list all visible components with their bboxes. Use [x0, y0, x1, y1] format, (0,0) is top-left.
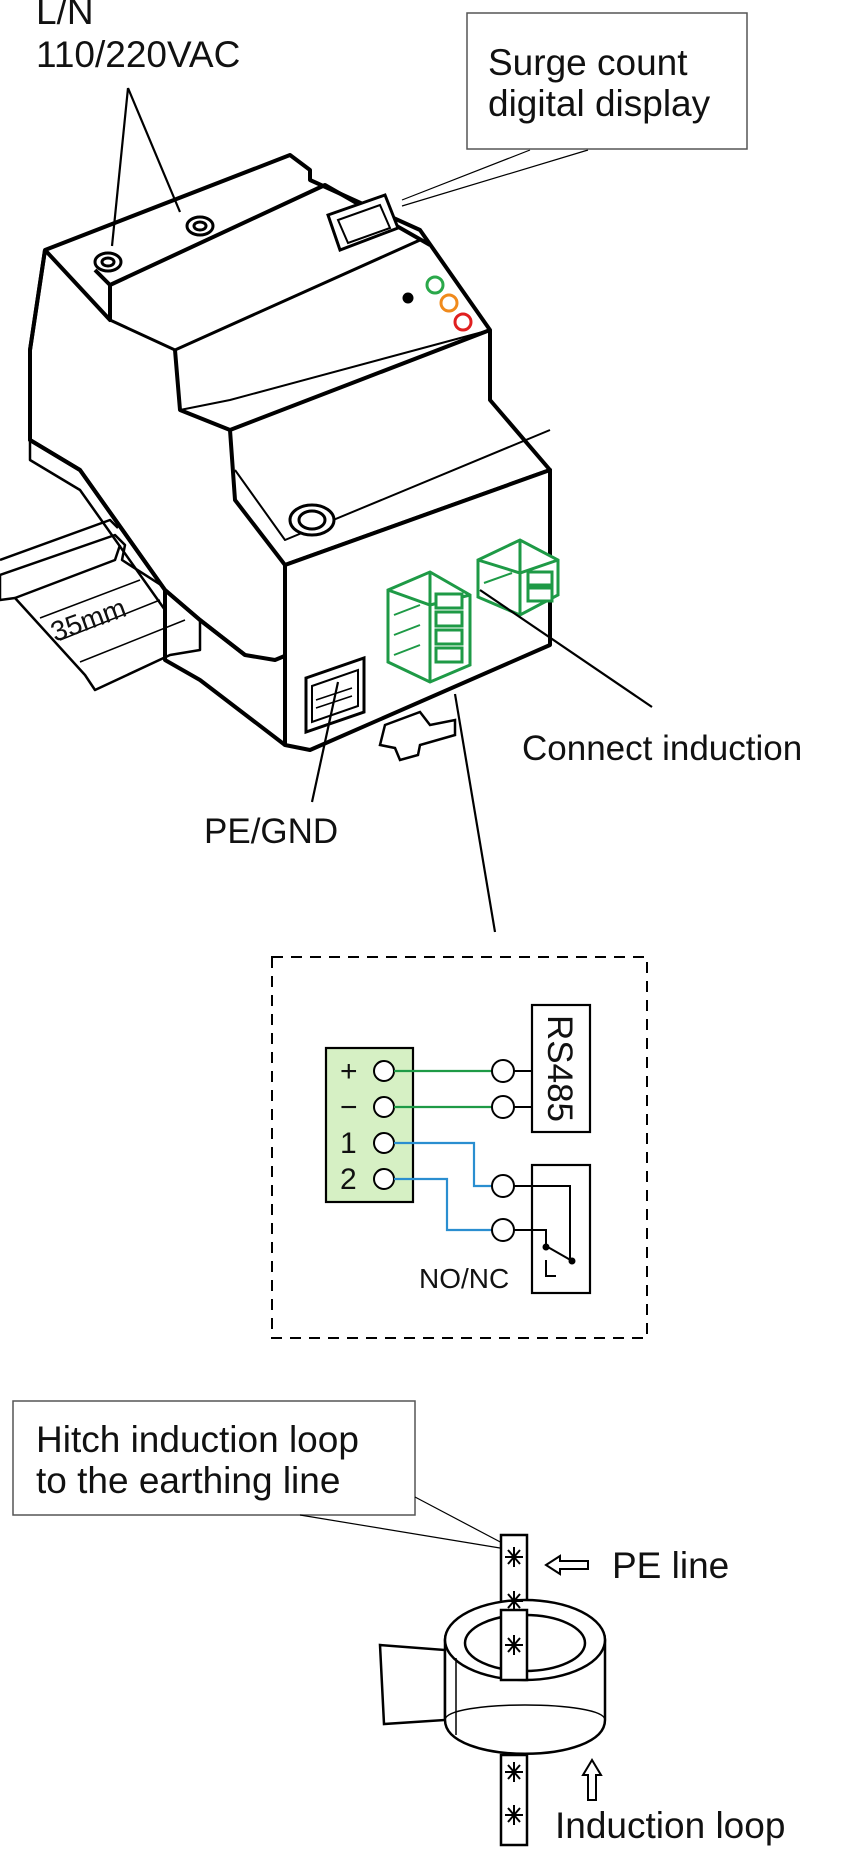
strap-hatching — [505, 1547, 523, 1825]
terminal-label-minus: − — [340, 1091, 358, 1124]
terminal-label-2: 2 — [340, 1163, 357, 1196]
display-callout-box — [466, 12, 748, 150]
induction-loop-arrow — [581, 1758, 603, 1801]
pe-gnd-label: PE/GND — [204, 812, 338, 851]
no-nc-label: NO/NC — [419, 1263, 509, 1294]
terminal-block-4pin — [386, 570, 472, 684]
led-green — [425, 275, 445, 295]
hitch-label-line2: to the earthing line — [36, 1460, 340, 1501]
wiring-diagram-frame — [271, 956, 648, 1339]
rs485-box: RS485 — [491, 1003, 592, 1134]
terminal-label-1: 1 — [340, 1127, 357, 1160]
rs485-label: RS485 — [540, 1015, 579, 1122]
terminal-label-plus: + — [340, 1055, 358, 1088]
din-clip — [378, 710, 457, 762]
display-label-line1: Surge count — [488, 42, 688, 83]
led-red — [453, 312, 473, 332]
induction-loop-label: Induction loop — [555, 1805, 785, 1846]
relay-box — [491, 1163, 592, 1295]
hitch-label-line1: Hitch induction loop — [36, 1419, 359, 1460]
terminal-plus — [373, 1060, 395, 1082]
power-label-line1: L/N — [36, 0, 94, 32]
hitch-callout-lines — [299, 1496, 507, 1550]
wiring-terminal-block: + − 1 2 — [324, 1046, 415, 1204]
terminal-2 — [373, 1168, 395, 1190]
din-rail — [0, 518, 202, 692]
led-orange — [439, 293, 459, 313]
connect-induction-label: Connect induction — [522, 729, 802, 768]
led-indicator-dot — [402, 292, 414, 304]
terminal-block-2pin — [476, 538, 560, 617]
terminal-minus — [373, 1096, 395, 1118]
induction-toroid — [378, 1598, 607, 1755]
pe-line-arrow — [544, 1554, 589, 1576]
pe-line-label: PE line — [612, 1545, 729, 1586]
display-label-line2: digital display — [488, 83, 711, 124]
terminal-strip — [324, 1046, 415, 1204]
callout-lines — [110, 87, 653, 933]
top-screw-left — [93, 251, 123, 273]
top-screw-right — [185, 215, 215, 237]
terminal-1 — [373, 1132, 395, 1154]
wires-relay — [394, 1141, 492, 1232]
hitch-callout-box — [12, 1400, 416, 1516]
pe-screw — [288, 503, 336, 537]
status-leds — [402, 275, 473, 332]
counter-display-window — [326, 193, 400, 252]
power-label-line2: 110/220VAC — [36, 34, 240, 75]
wires-rs485 — [394, 1069, 492, 1109]
